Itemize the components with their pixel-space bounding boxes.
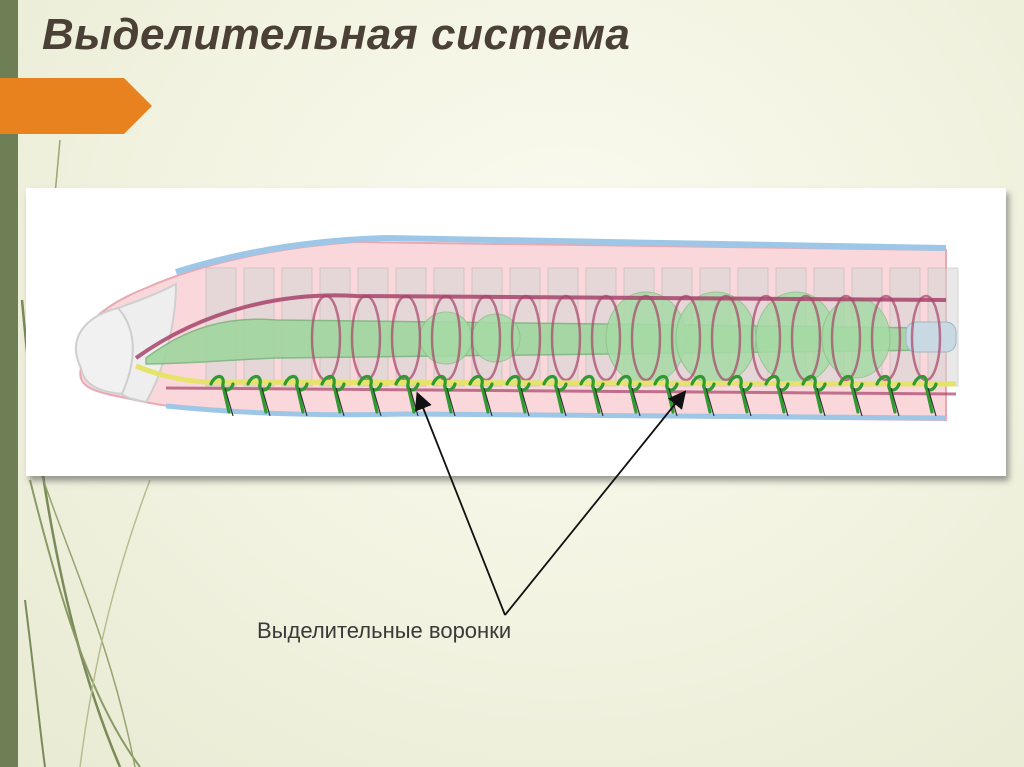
nephridium-duct (372, 387, 382, 417)
nephridium-duct (594, 387, 604, 417)
nephridium (320, 374, 346, 414)
nephridium-duct (890, 387, 900, 417)
nephridium-duct (853, 387, 863, 417)
figure-frame (26, 188, 1006, 476)
vessel-ring (870, 294, 902, 382)
nephridium (727, 374, 753, 414)
vessel-ring (590, 294, 622, 382)
vessel-ring (750, 294, 782, 382)
nephridium (431, 374, 457, 414)
nephridium (394, 374, 420, 414)
left-accent-bar (0, 0, 18, 767)
nephridium (357, 374, 383, 414)
nephridium (468, 374, 494, 414)
cuticle-bottom (165, 403, 947, 421)
nephridium (690, 374, 716, 414)
nephridium (912, 374, 938, 414)
nephridium (616, 374, 642, 414)
nephridium-duct (224, 387, 234, 417)
nephridium-duct (927, 387, 937, 417)
nephridium (838, 374, 864, 414)
dorsal-vessel (134, 293, 947, 360)
nephridium-duct (446, 387, 456, 417)
nephridium-duct (631, 387, 641, 417)
gut-chambers (419, 291, 891, 385)
vessel-ring (470, 294, 502, 382)
vessel-ring (630, 294, 662, 382)
nephridium (246, 374, 272, 414)
vessel-ring (670, 294, 702, 382)
vessel-ring (710, 294, 742, 382)
nephridium-duct (742, 387, 752, 417)
earthworm-diagram (75, 234, 959, 422)
nephridium-duct (557, 387, 567, 417)
vessel-ring (510, 294, 542, 382)
nephridium-duct (298, 387, 308, 417)
slide-title: Выделительная система (42, 10, 631, 59)
pointer-line-left (414, 391, 506, 616)
orange-accent-arrow (0, 78, 152, 134)
callout-label: Выделительные воронки (257, 618, 512, 643)
nephridium (875, 374, 901, 414)
nephridium (764, 374, 790, 414)
nephridium (542, 374, 568, 414)
vessel-ring (390, 294, 422, 382)
vessel-ring (550, 294, 582, 382)
nephridium (801, 374, 827, 414)
vessel-ring (830, 294, 862, 382)
intestine-end (905, 321, 957, 353)
nephridium-duct (520, 387, 530, 417)
nephridium (579, 374, 605, 414)
ventral-nerve-cord (135, 363, 957, 387)
nephridium-duct (261, 387, 271, 417)
nephridium-duct (335, 387, 345, 417)
nephridium-duct (779, 387, 789, 417)
nephridium (505, 374, 531, 414)
nephridium-duct (705, 387, 715, 417)
cuticle-top (175, 234, 947, 275)
nephridium (283, 374, 309, 414)
nephridium (209, 374, 235, 414)
nephridium-duct (483, 387, 493, 417)
nephridium-duct (816, 387, 826, 417)
pointer-line-right (504, 390, 687, 616)
